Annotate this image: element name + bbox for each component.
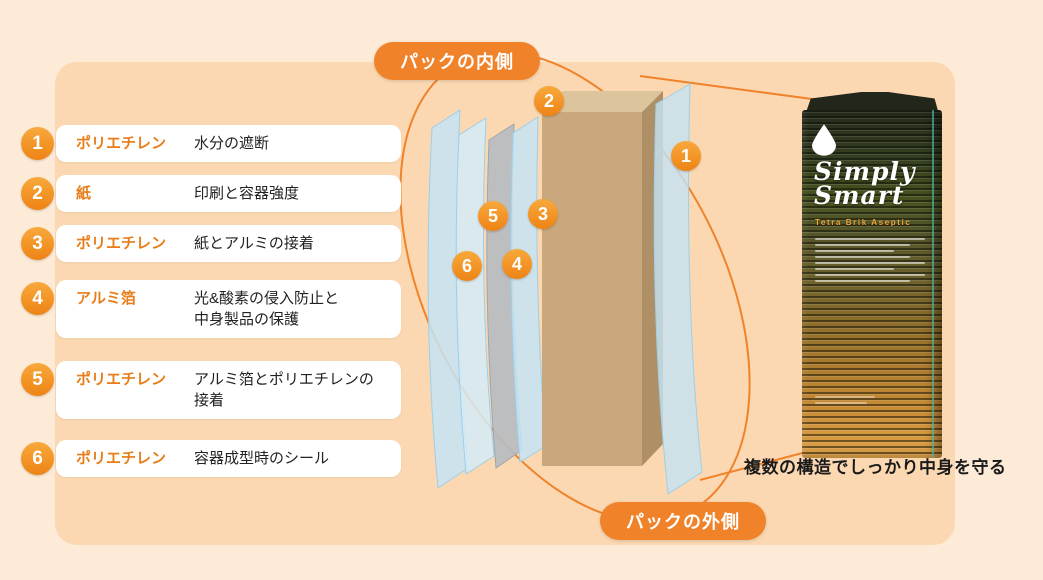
layer-number-badge: 4	[21, 282, 54, 315]
layer-number-badge: 2	[21, 177, 54, 210]
diagram-marker-3: 3	[528, 199, 558, 229]
polyethylene-sheet-mid	[510, 116, 547, 463]
layer-row-3: 3 ポリエチレン 紙とアルミの接着	[21, 225, 401, 262]
layer-description: 紙とアルミの接着	[194, 235, 314, 252]
layer-number-badge: 5	[21, 363, 54, 396]
layer-description: アルミ箔とポリエチレンの 接着	[194, 371, 374, 409]
layer-row-6: 6 ポリエチレン 容器成型時のシール	[21, 440, 401, 477]
paper-board-front	[542, 112, 642, 466]
layer-number-badge: 1	[21, 127, 54, 160]
brand-line-2: Smart	[814, 180, 905, 210]
layer-row-1: 1 ポリエチレン 水分の遮断	[21, 125, 401, 162]
layer-info-box: ポリエチレン 容器成型時のシール	[56, 440, 401, 477]
layer-material-name: ポリエチレン	[76, 371, 167, 388]
layer-info-box: アルミ箔 光&酸素の侵入防止と 中身製品の保護	[56, 280, 401, 338]
layer-material-name: 紙	[76, 185, 92, 202]
layer-row-5: 5 ポリエチレン アルミ箔とポリエチレンの 接着	[21, 361, 401, 419]
carton-product-image: Simply Smart Tetra Brik Aseptic	[802, 92, 942, 458]
layer-description: 容器成型時のシール	[194, 450, 330, 467]
polyethylene-sheet-outer-right	[653, 83, 703, 495]
layer-description: 印刷と容器強度	[194, 185, 300, 202]
diagram-marker-1: 1	[671, 141, 701, 171]
layer-material-name: ポリエチレン	[76, 135, 167, 152]
carton-caption: 複数の構造でしっかり中身を守る	[744, 458, 1007, 477]
connector-line-top	[639, 75, 813, 100]
diagram-marker-2: 2	[534, 86, 564, 116]
carton-seam-line	[932, 110, 934, 458]
layer-row-2: 2 紙 印刷と容器強度	[21, 175, 401, 212]
layer-row-4: 4 アルミ箔 光&酸素の侵入防止と 中身製品の保護	[21, 280, 401, 338]
layer-material-name: アルミ箔	[76, 290, 136, 307]
carton-body	[802, 110, 942, 458]
diagram-marker-6: 6	[452, 251, 482, 281]
carton-subbrand-text: Tetra Brik Aseptic	[815, 218, 912, 227]
carton-fineprint-lines	[815, 234, 925, 286]
carton-brand-text: Simply Smart	[814, 157, 916, 210]
layer-material-name: ポリエチレン	[76, 450, 167, 467]
layer-number-badge: 6	[21, 442, 54, 475]
layer-description: 光&酸素の侵入防止と 中身製品の保護	[194, 290, 340, 328]
pack-inside-label: パックの内側	[374, 42, 540, 80]
layer-material-name: ポリエチレン	[76, 235, 167, 252]
layer-info-box: ポリエチレン 紙とアルミの接着	[56, 225, 401, 262]
carton-bottom-fineprint	[815, 392, 875, 408]
connector-line-bottom	[699, 450, 811, 481]
droplet-icon	[812, 124, 836, 156]
layer-description: 水分の遮断	[194, 135, 270, 152]
diagram-marker-4: 4	[502, 249, 532, 279]
diagram-marker-5: 5	[478, 201, 508, 231]
brand-line-1: Simply	[814, 157, 916, 186]
layer-number-badge: 3	[21, 227, 54, 260]
layer-info-box: 紙 印刷と容器強度	[56, 175, 401, 212]
layer-info-box: ポリエチレン アルミ箔とポリエチレンの 接着	[56, 361, 401, 419]
paper-board-top	[542, 91, 663, 112]
layer-info-box: ポリエチレン 水分の遮断	[56, 125, 401, 162]
pack-outside-label: パックの外側	[600, 502, 766, 540]
